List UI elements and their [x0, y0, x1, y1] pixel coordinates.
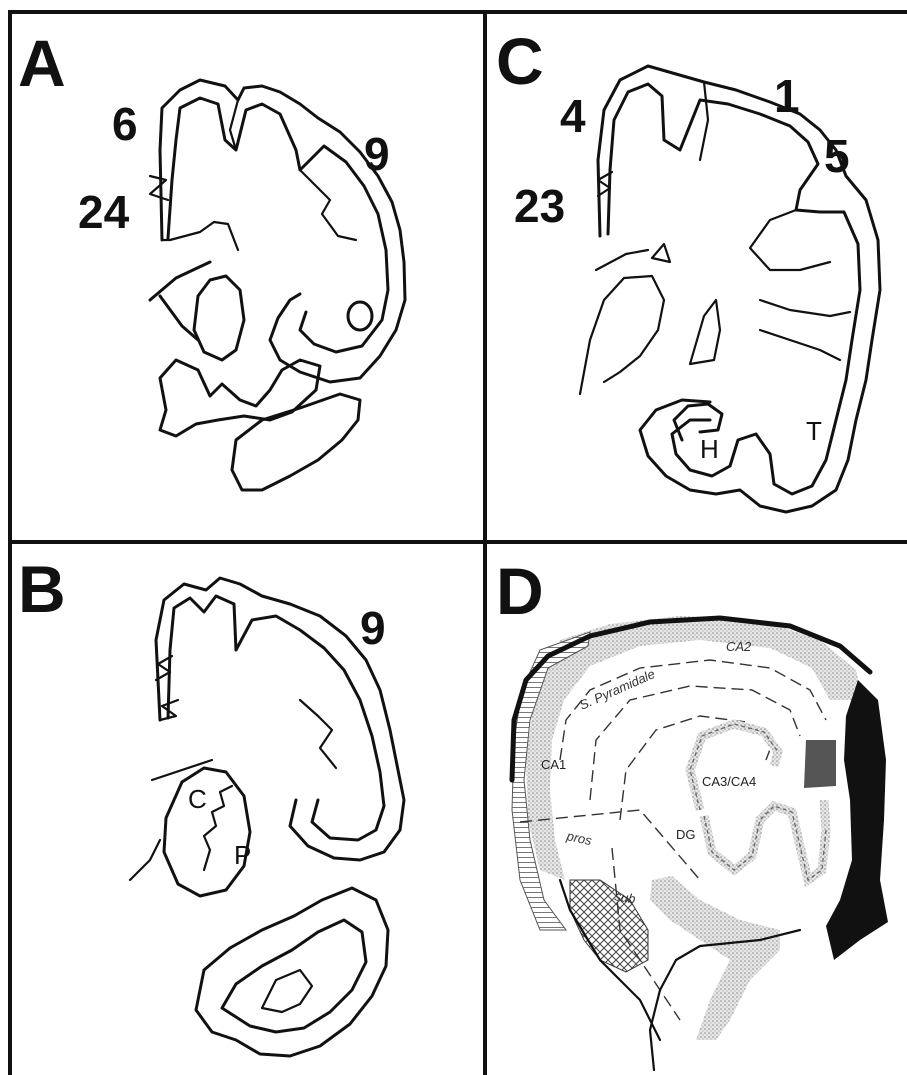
panel-c-thalamus	[580, 244, 670, 394]
panel-c-cortex-inner	[608, 84, 860, 494]
panel-b-hippocampal-fold	[262, 970, 312, 1012]
panel-c-label-1: 1	[774, 70, 800, 122]
panel-c-label-h: H	[700, 434, 719, 464]
panel-c-label-4: 4	[560, 90, 586, 142]
panel-b-caudate-putamen	[164, 768, 250, 896]
panel-a-letter: A	[18, 26, 66, 100]
panel-b-sulcus-folds	[156, 656, 336, 768]
panel-grid-frame	[8, 12, 907, 1075]
panel-b-temporal-inner	[222, 920, 366, 1032]
panel-d-black-alveus	[826, 680, 888, 960]
panel-d-dashed-layer-1	[560, 660, 826, 760]
panel-b: B 9 C P	[18, 552, 404, 1056]
panel-c: C 4 1 5 23 H T	[496, 24, 880, 512]
panel-d-label-s-pyramidale: S. Pyramidale	[577, 666, 657, 713]
panel-b-label-9: 9	[360, 602, 386, 654]
panel-a-small-nucleus	[348, 302, 372, 330]
panel-b-label-c: C	[188, 784, 207, 814]
panel-b-letter: B	[18, 552, 66, 626]
panel-d-label-ca2: CA2	[726, 639, 752, 654]
panel-a-cingulate	[162, 222, 238, 250]
panel-b-ventricle-line	[130, 760, 212, 880]
panel-a-sulcus-2	[300, 170, 356, 240]
panel-d-subicular-band	[650, 876, 780, 1040]
panel-d-dentate-gyrus	[690, 724, 826, 880]
panel-d-label-pros: pros	[564, 828, 593, 848]
panel-c-label-t: T	[806, 416, 822, 446]
panel-c-label-23: 23	[514, 180, 565, 232]
panel-a-label-6: 6	[112, 98, 138, 150]
panel-c-ventricle	[690, 300, 720, 364]
panel-d-label-ca1: CA1	[541, 757, 566, 772]
panel-a-sulcus-3	[150, 176, 168, 200]
panel-d-dark-patch	[804, 740, 836, 788]
panel-a-basal-ganglia	[194, 276, 244, 360]
panel-d-letter: D	[496, 554, 544, 628]
panel-a: A 6 24 9	[18, 26, 405, 490]
panel-b-internal-capsule	[204, 786, 232, 870]
panel-a-insular-folds	[160, 360, 320, 436]
panel-a-cortex-inner	[168, 98, 388, 352]
panel-c-letter: C	[496, 24, 544, 98]
panel-d: D CA2 S. Pyramidale CA1 CA3/CA4 DG pros	[496, 554, 888, 1070]
panel-a-ventricle	[150, 262, 210, 340]
panel-d-label-ca3-ca4: CA3/CA4	[702, 774, 756, 789]
panel-a-label-24: 24	[78, 186, 130, 238]
panel-d-label-dg: DG	[676, 827, 696, 842]
